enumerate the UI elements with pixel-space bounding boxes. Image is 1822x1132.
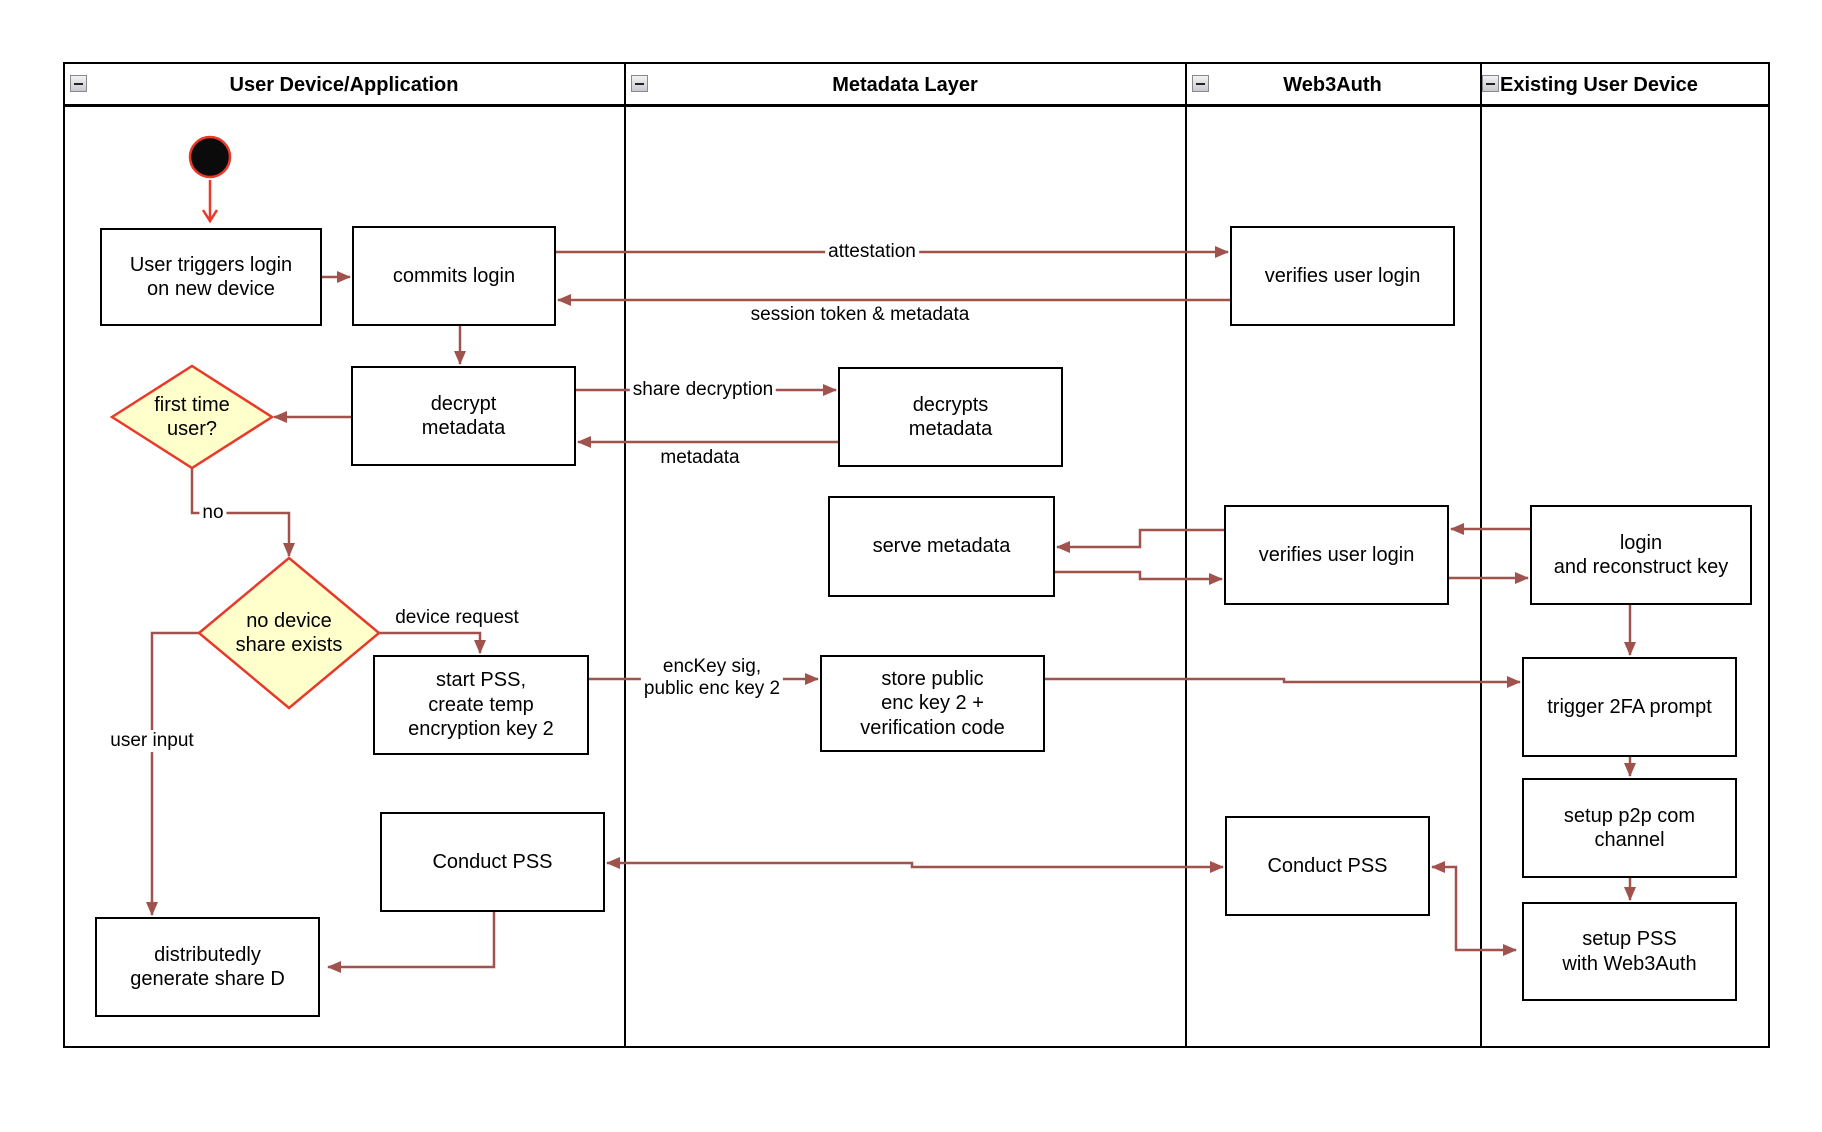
- node-conduct-pss-user: Conduct PSS: [380, 812, 605, 912]
- edge-label-user-input: user input: [107, 730, 197, 752]
- node-verifies-user-login-mid: verifies user login: [1224, 505, 1449, 605]
- edge-label-session-token: session token & metadata: [750, 304, 970, 326]
- collapse-lane-icon[interactable]: [70, 75, 87, 92]
- node-serve-metadata: serve metadata: [828, 496, 1055, 597]
- start-node: [188, 135, 232, 179]
- node-store-public-enc-key: store public enc key 2 + verification co…: [820, 655, 1045, 752]
- edge-conduct-pss-exchange: [606, 857, 1224, 873]
- edge-verifies-to-serve: [1056, 528, 1224, 553]
- lane-header-metadata: Metadata Layer: [832, 73, 978, 96]
- edge-conduct-to-distgen: [327, 912, 496, 973]
- node-setup-pss-web3auth: setup PSS with Web3Auth: [1522, 902, 1737, 1001]
- lane-divider-3: [1480, 62, 1482, 1048]
- header-divider: [63, 104, 1770, 107]
- decision-label-first-time: first time user?: [154, 394, 230, 440]
- edge-store-to-2fa: [1045, 676, 1521, 688]
- edge-label-attestation: attestation: [825, 241, 919, 263]
- lane-divider-1: [624, 62, 626, 1048]
- node-conduct-pss-web3auth: Conduct PSS: [1225, 816, 1430, 916]
- lane-header-existing-device: Existing User Device: [1500, 73, 1698, 96]
- edge-label-metadata: metadata: [660, 447, 740, 469]
- node-decrypts-metadata: decrypts metadata: [838, 367, 1063, 467]
- decision-first-time-user: [109, 364, 275, 470]
- decision-label-no-device: no device share exists: [235, 610, 343, 656]
- edge-no-branch: [190, 468, 295, 557]
- edge-label-share-decryption: share decryption: [629, 379, 777, 401]
- edge-device-request: [379, 631, 486, 654]
- node-commits-login: commits login: [352, 226, 556, 326]
- node-verifies-user-login-top: verifies user login: [1230, 226, 1455, 326]
- node-distributedly-generate-share: distributedly generate share D: [95, 917, 320, 1017]
- node-user-triggers-login: User triggers login on new device: [100, 228, 322, 326]
- edge-label-no: no: [199, 502, 227, 524]
- lane-divider-2: [1185, 62, 1187, 1048]
- collapse-lane-icon[interactable]: [631, 75, 648, 92]
- lane-header-web3auth: Web3Auth: [1283, 73, 1382, 96]
- edge-serve-to-verifies: [1055, 570, 1223, 585]
- node-login-reconstruct-key: login and reconstruct key: [1530, 505, 1752, 605]
- edge-label-enckey-sig: encKey sig, public enc key 2: [640, 656, 784, 700]
- edge-setuppss-conduct: [1431, 861, 1517, 956]
- node-trigger-2fa-prompt: trigger 2FA prompt: [1522, 657, 1737, 757]
- node-start-pss: start PSS, create temp encryption key 2: [373, 655, 589, 755]
- collapse-lane-icon[interactable]: [1192, 75, 1209, 92]
- node-setup-p2p-channel: setup p2p com channel: [1522, 778, 1737, 878]
- decision-no-device-share: [197, 556, 381, 710]
- lane-header-user-device: User Device/Application: [229, 73, 459, 96]
- diagram-frame: [63, 62, 1770, 1048]
- edge-label-device-request: device request: [395, 607, 519, 629]
- collapse-lane-icon[interactable]: [1482, 75, 1499, 92]
- edge-user-input: [146, 631, 199, 916]
- node-decrypt-metadata: decrypt metadata: [351, 366, 576, 466]
